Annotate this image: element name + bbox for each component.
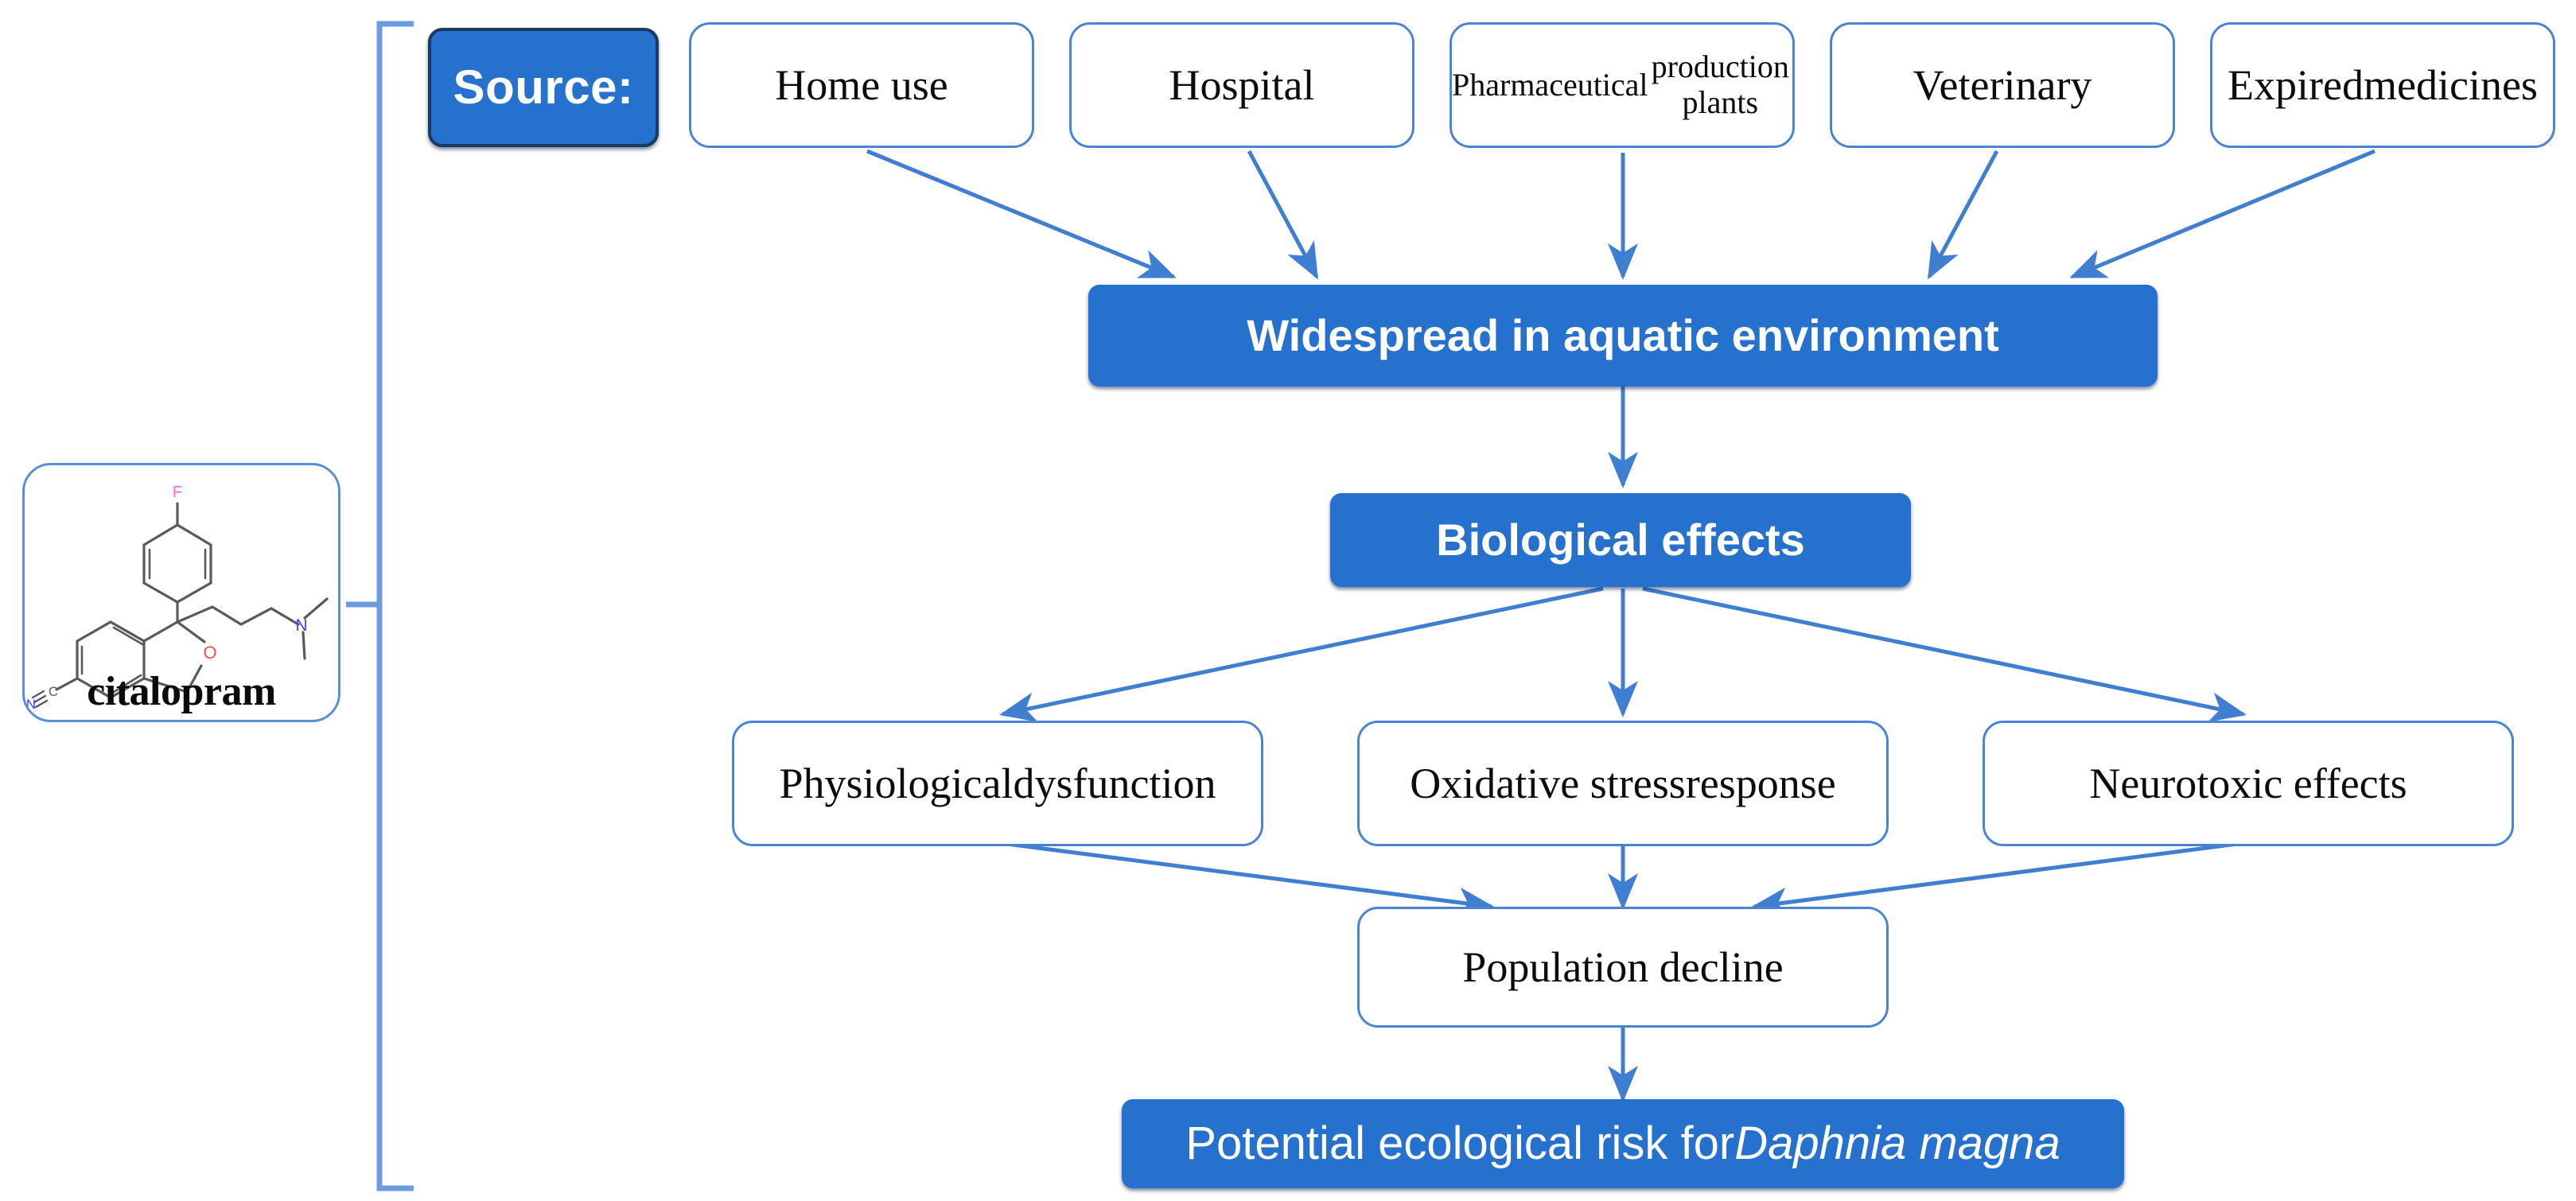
source-box-pharma-line-1: Pharmaceutical — [1452, 66, 1648, 103]
population-decline-label: Population decline — [1462, 943, 1784, 991]
atom-label-nitrile-nitrogen: N — [26, 697, 36, 712]
grouping-bracket — [346, 21, 414, 1191]
source-box-pharmaceutical-production-plants: Pharmaceutical production plants — [1449, 22, 1795, 148]
effects-to-population-arrows — [1000, 841, 2244, 918]
biological-effects-box: Biological effects — [1330, 493, 1911, 587]
effect-physiological-line-1: Physiological — [779, 759, 1014, 807]
source-box-home-use: Home use — [689, 22, 1034, 148]
source-to-widespread-arrows — [866, 149, 2376, 281]
widespread-in-aquatic-environment-box: Widespread in aquatic environment — [1088, 285, 2158, 387]
source-box-veterinary-label: Veterinary — [1913, 60, 2092, 109]
atom-label-nitrogen-amine: N — [295, 616, 307, 635]
source-box-pharma-line-2: production plants — [1651, 49, 1789, 120]
atom-label-nitrile-carbon: C — [49, 684, 58, 699]
biological-to-effects-arrows — [999, 586, 2247, 722]
source-box-hospital-label: Hospital — [1169, 60, 1315, 109]
biological-effects-label: Biological effects — [1436, 514, 1805, 565]
source-box-expired-medicines: Expired medicines — [2210, 22, 2555, 148]
atom-label-fluorine: F — [173, 484, 182, 501]
source-box-hospital: Hospital — [1069, 22, 1414, 148]
effect-box-physiological-dysfunction: Physiological dysfunction — [732, 721, 1263, 846]
citalopram-structure-card: F O N C N citalopram — [22, 463, 340, 722]
risk-species-label: Daphnia magna — [1734, 1117, 2060, 1169]
source-box-expired-line-1: Expired — [2228, 60, 2364, 109]
effect-physiological-line-2: dysfunction — [1013, 759, 1216, 807]
atom-label-oxygen: O — [203, 643, 216, 663]
source-pill: Source: — [428, 28, 659, 147]
population-decline-box: Population decline — [1357, 907, 1889, 1028]
effect-neurotoxic-label: Neurotoxic effects — [2089, 759, 2407, 807]
source-box-home-use-label: Home use — [775, 60, 948, 109]
effect-oxidative-line-2: response — [1685, 759, 1836, 807]
effect-box-neurotoxic-effects: Neurotoxic effects — [1983, 721, 2514, 846]
source-box-veterinary: Veterinary — [1830, 22, 2175, 148]
compound-name-label: citalopram — [87, 669, 276, 714]
widespread-label: Widespread in aquatic environment — [1247, 309, 1999, 360]
citalopram-skeletal-formula: F O N C N — [26, 484, 329, 712]
risk-prefix-label: Potential ecological risk for — [1185, 1117, 1735, 1169]
effect-box-oxidative-stress-response: Oxidative stress response — [1357, 721, 1889, 846]
source-box-expired-line-2: medicines — [2364, 60, 2538, 109]
effect-oxidative-line-1: Oxidative stress — [1410, 759, 1686, 807]
potential-ecological-risk-box: Potential ecological risk for Daphnia ma… — [1122, 1099, 2124, 1188]
